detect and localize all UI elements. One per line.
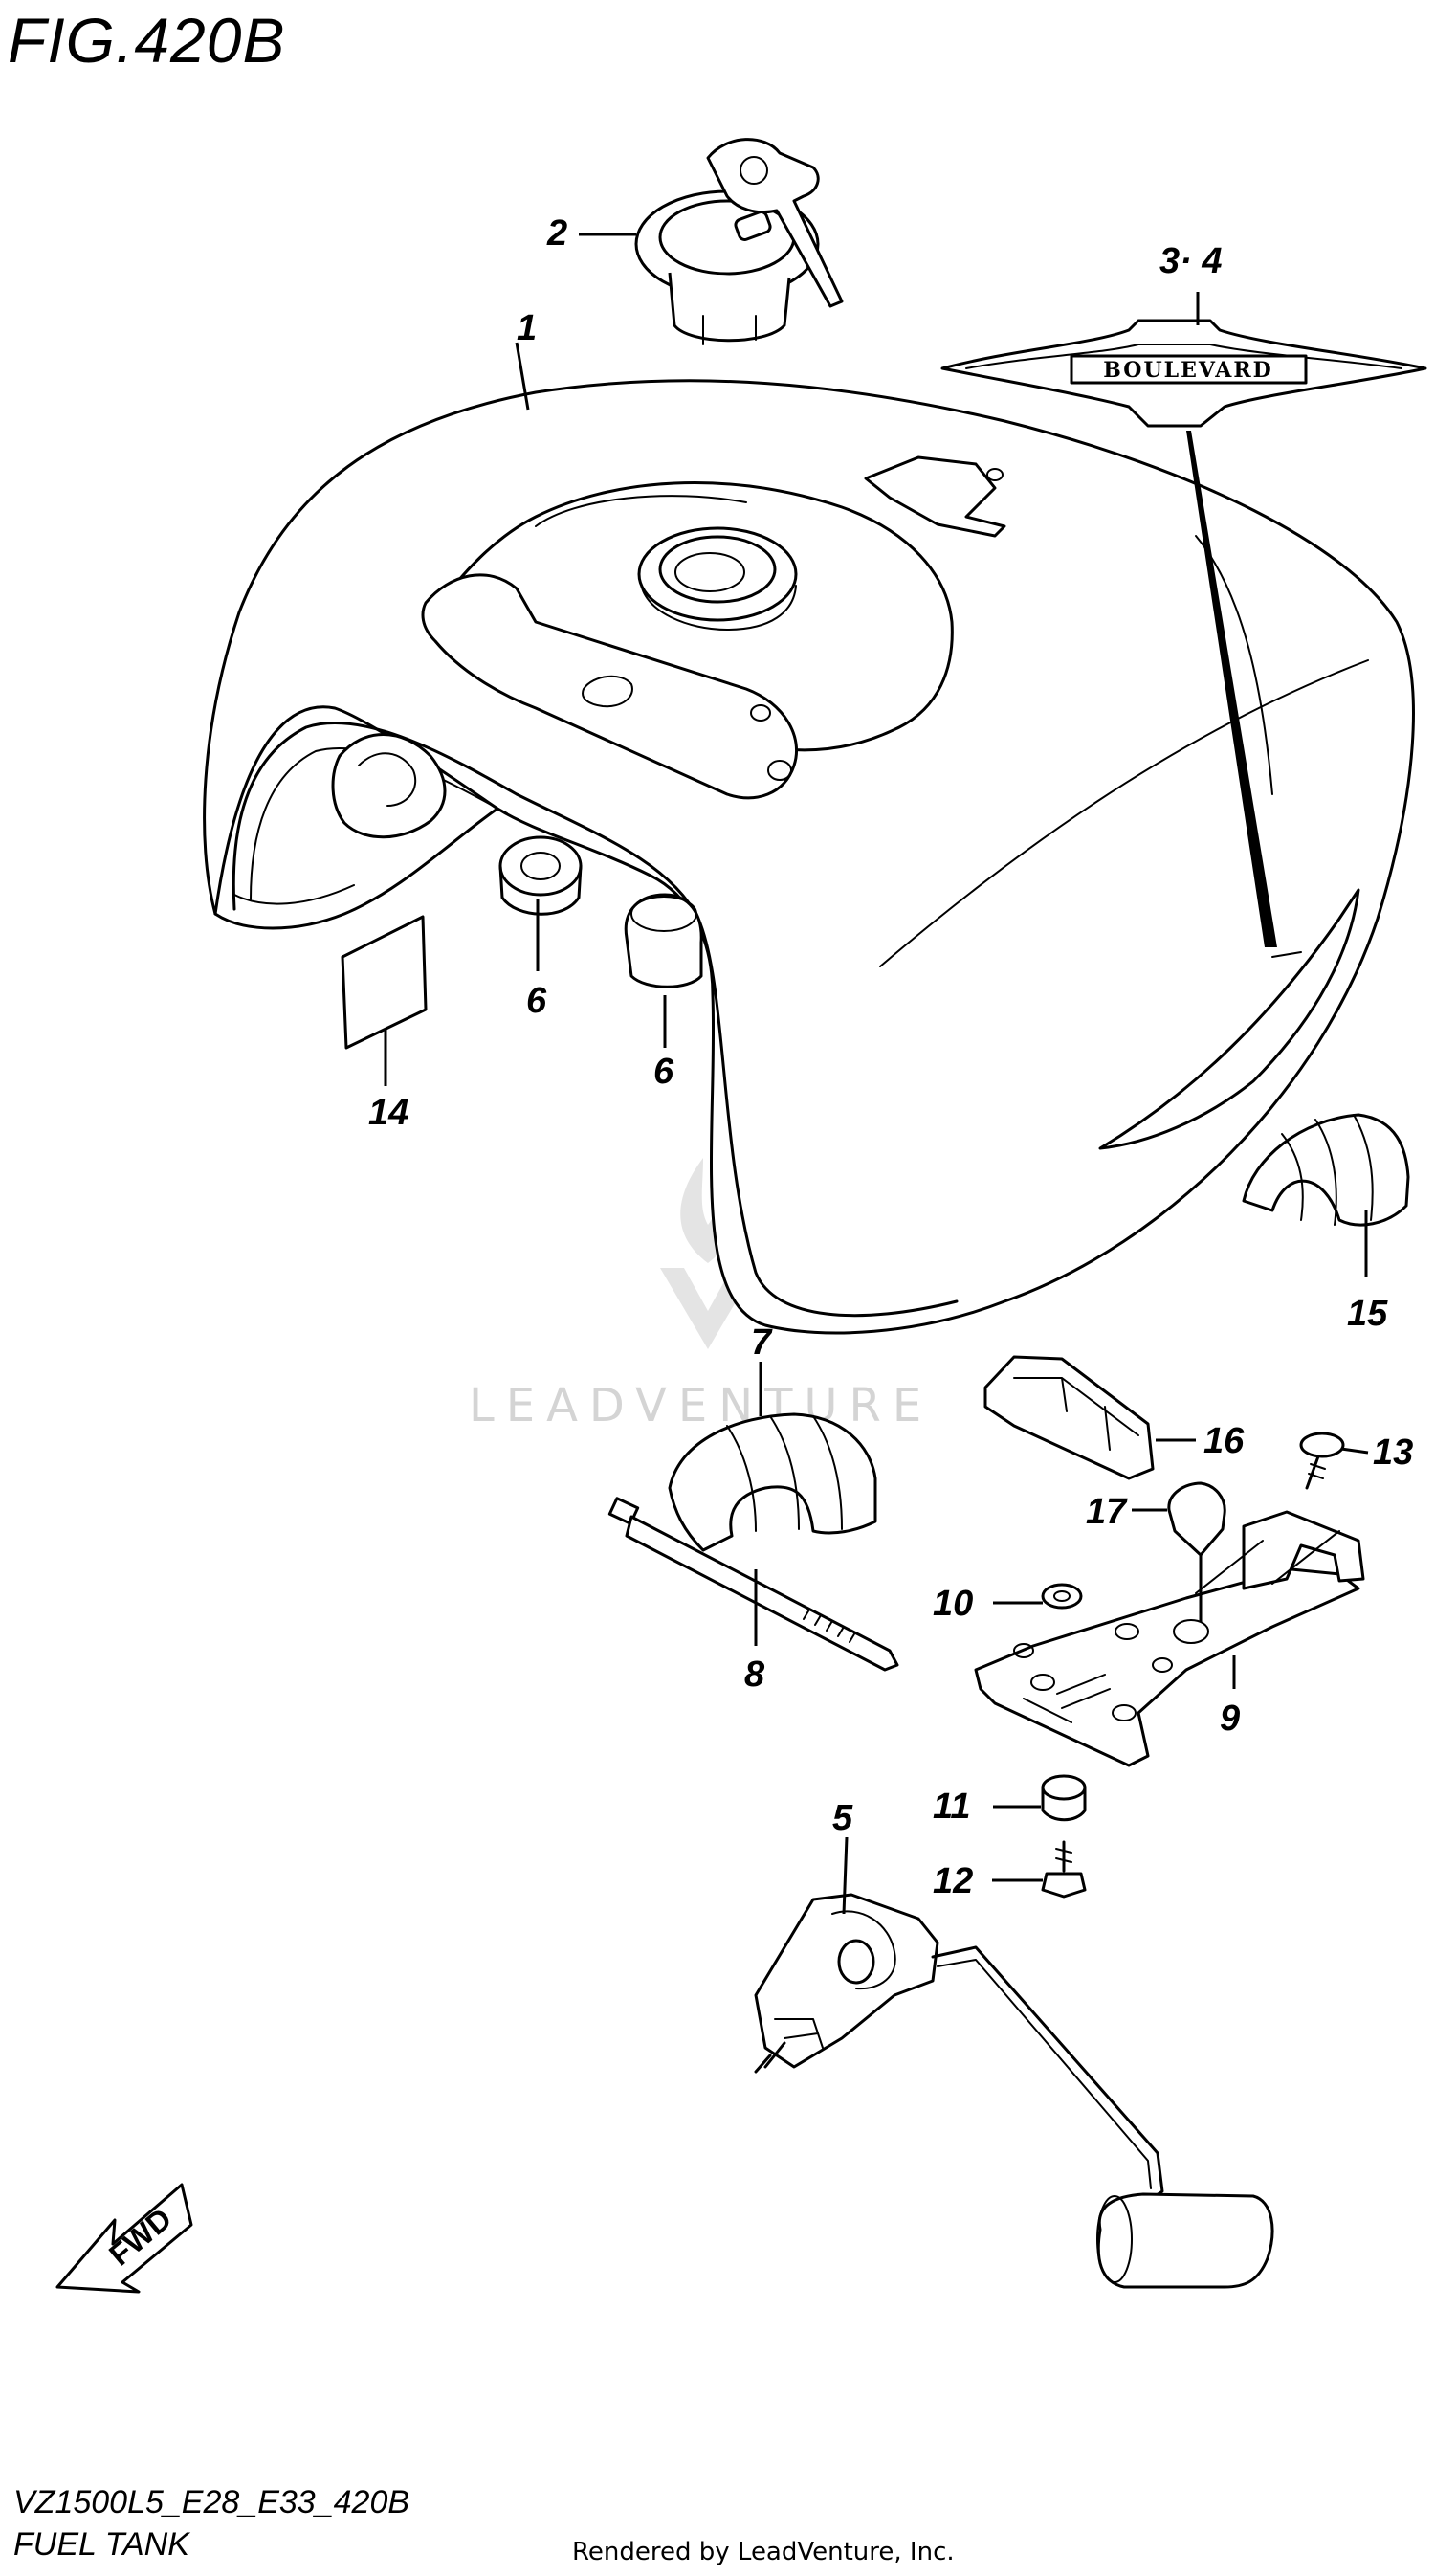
callout-3-4: 3· 4 [1159, 241, 1222, 281]
callout-15: 15 [1347, 1294, 1388, 1334]
callout-6a: 6 [526, 981, 547, 1021]
screw-part-13 [1299, 1432, 1345, 1490]
stopper-part-17 [1167, 1481, 1226, 1557]
callout-16: 16 [1203, 1421, 1245, 1461]
callout-1: 1 [517, 308, 537, 348]
credit-text: Rendered by LeadVenture, Inc. [572, 2538, 955, 2566]
callout-7: 7 [751, 1322, 773, 1363]
grommet-part-6a [498, 835, 583, 916]
figure-title: FIG.420B [8, 5, 286, 76]
callout-12: 12 [933, 1861, 973, 1901]
leader-lines [384, 233, 1369, 1915]
callout-17: 17 [1086, 1492, 1128, 1532]
label-part-14 [341, 915, 428, 1050]
watermark-text: LEADVENTURE [469, 1379, 933, 1432]
callouts: 1 2 3· 4 5 6 6 7 8 9 10 11 12 13 14 15 1… [368, 213, 1413, 1901]
fuel-tank-part-1 [203, 379, 1415, 1335]
cushion-part-7 [668, 1412, 877, 1552]
callout-10: 10 [933, 1584, 973, 1624]
grommet-part-6b [624, 893, 703, 988]
cushion-part-15 [1242, 1113, 1410, 1227]
fuel-level-gauge-part-5 [754, 1893, 1274, 2289]
callout-5: 5 [832, 1798, 853, 1838]
fuel-cap-part-2 [634, 138, 844, 345]
pad-part-16 [983, 1355, 1155, 1480]
fwd-arrow: FWD [55, 2183, 193, 2294]
callout-8: 8 [744, 1654, 765, 1695]
callout-14: 14 [368, 1093, 408, 1133]
emblem-text: BOULEVARD [1103, 358, 1272, 383]
callout-13: 13 [1373, 1432, 1413, 1473]
cable-tie-part-8 [607, 1497, 899, 1672]
section-name: FUEL TANK [13, 2526, 189, 2563]
grommet-part-11 [1041, 1774, 1087, 1822]
washer-part-10 [1041, 1583, 1083, 1610]
emblem-part-3-4: BOULEVARD [940, 319, 1427, 947]
bracket-part-9 [974, 1510, 1365, 1767]
callout-2: 2 [546, 213, 567, 254]
bolt-part-12 [1041, 1840, 1087, 1899]
callout-9: 9 [1220, 1699, 1240, 1739]
callout-6b: 6 [653, 1052, 674, 1092]
model-code: VZ1500L5_E28_E33_420B [13, 2484, 410, 2520]
callout-11: 11 [933, 1787, 970, 1827]
